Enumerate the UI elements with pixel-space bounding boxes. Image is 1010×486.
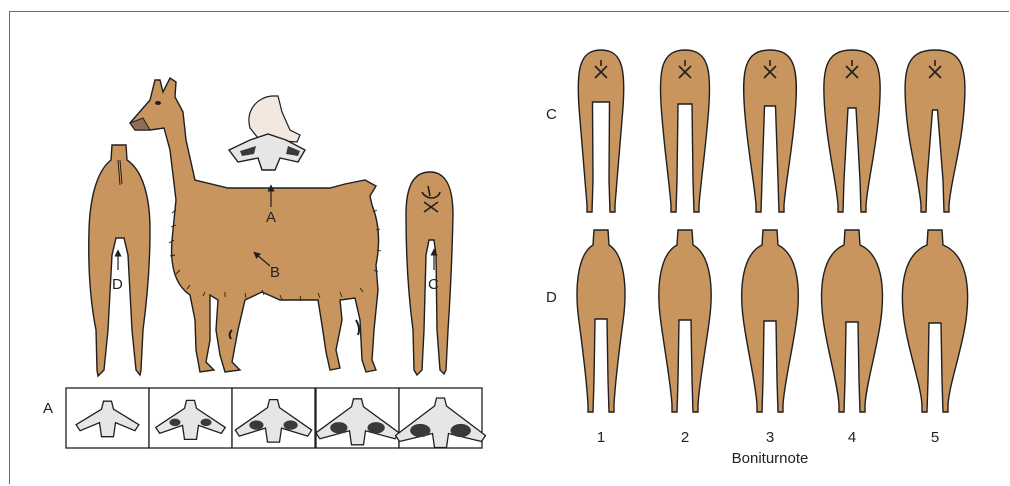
score-numbers: 1 2 3 4 5: [597, 429, 939, 446]
cross-section-row: [66, 388, 486, 448]
front-view-leg: [89, 145, 150, 376]
cross-section-5: [396, 388, 486, 448]
palpation-hand: [229, 96, 305, 170]
cross-section-4: [316, 388, 399, 448]
label-D-arrow: D: [112, 276, 123, 293]
label-C-arrow: C: [428, 276, 439, 293]
front-view-4: [822, 230, 883, 412]
score-number-4: 4: [848, 429, 856, 446]
rear-view-leg: [406, 172, 453, 375]
row-D-label: D: [546, 289, 557, 306]
score-number-1: 1: [597, 429, 605, 446]
cross-section-2: [149, 388, 232, 448]
rear-view-5: [905, 50, 965, 212]
score-axis-title: Boniturnote: [732, 450, 809, 467]
rear-view-3: [744, 50, 797, 212]
row-C-label: C: [546, 106, 557, 123]
label-A-arrow: A: [266, 209, 276, 226]
front-view-2: [659, 230, 711, 412]
front-view-1: [577, 230, 625, 412]
row-A-label: A: [43, 400, 53, 417]
score-number-5: 5: [931, 429, 939, 446]
label-B-arrow: B: [270, 264, 280, 281]
front-view-5: [902, 230, 967, 412]
rear-view-2: [660, 50, 709, 212]
rear-view-1: [578, 50, 624, 212]
front-view-row: [577, 230, 968, 412]
cross-section-1: [66, 388, 149, 448]
front-view-3: [742, 230, 799, 412]
cross-section-3: [232, 388, 315, 448]
rear-view-4: [824, 50, 880, 212]
score-number-2: 2: [681, 429, 689, 446]
score-number-3: 3: [766, 429, 774, 446]
rear-view-row: [578, 50, 965, 212]
